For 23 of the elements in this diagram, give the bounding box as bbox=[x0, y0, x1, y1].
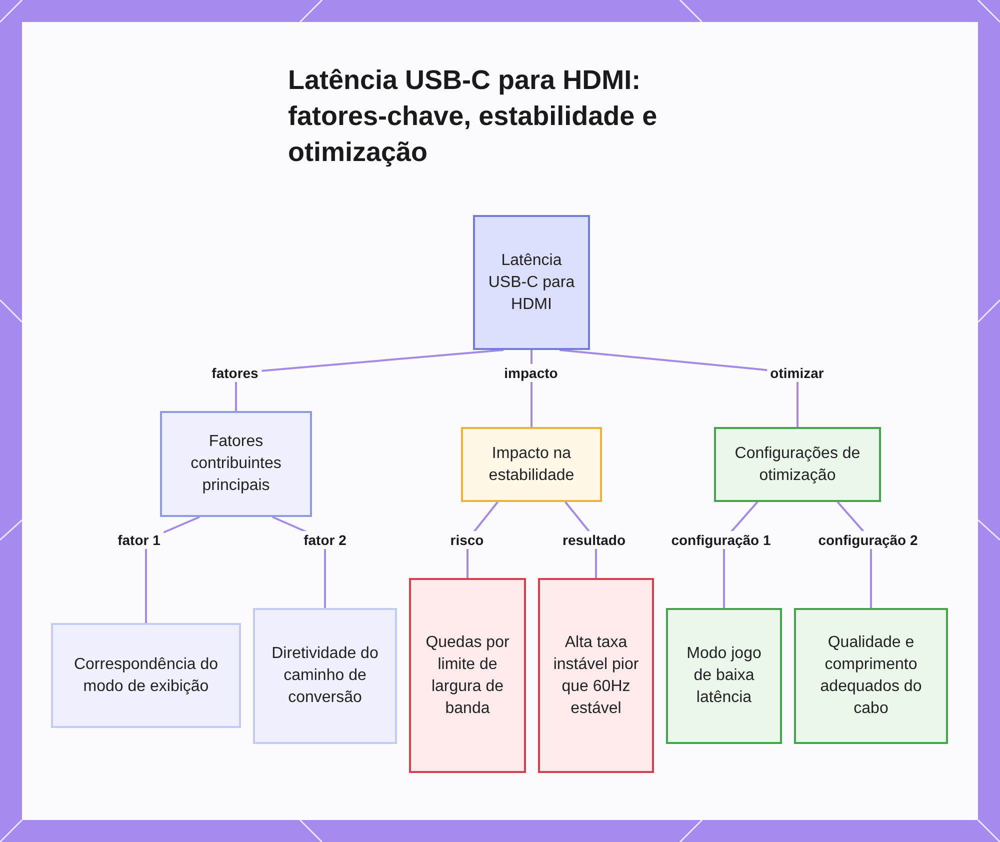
diagram-title: Latência USB-C para HDMI: fatores-chave, estabilidade e otimização bbox=[288, 64, 658, 169]
process-box bbox=[461, 427, 602, 502]
node-text: Modo jogo de baixa latência bbox=[686, 644, 762, 708]
connector-line bbox=[235, 349, 504, 411]
process-box bbox=[51, 623, 241, 728]
node-text: Configurações de otimização bbox=[734, 444, 862, 486]
node-text: Alta taxa instável pior que 60Hz estável bbox=[552, 632, 640, 718]
process-box bbox=[794, 608, 948, 744]
process-box bbox=[473, 215, 590, 350]
node-text: Correspondência do modo de exibição bbox=[72, 654, 220, 696]
process-box bbox=[666, 608, 782, 744]
node-text: Quedas por limite de largura de banda bbox=[424, 632, 510, 718]
edge-label: fator 1 bbox=[114, 531, 164, 549]
node-text: Diretividade do caminho de conversão bbox=[270, 644, 380, 708]
node-text: Impacto na estabilidade bbox=[488, 444, 576, 486]
node-text: Fatores contribuintes principais bbox=[190, 432, 282, 496]
process-box bbox=[253, 608, 397, 744]
node-text: Latência USB-C para HDMI bbox=[487, 250, 576, 314]
process-box bbox=[538, 578, 654, 773]
node-text: Qualidade e comprimento adequados do cabo bbox=[819, 633, 923, 719]
process-box bbox=[714, 427, 881, 502]
process-box bbox=[409, 578, 526, 773]
process-box bbox=[160, 411, 312, 517]
